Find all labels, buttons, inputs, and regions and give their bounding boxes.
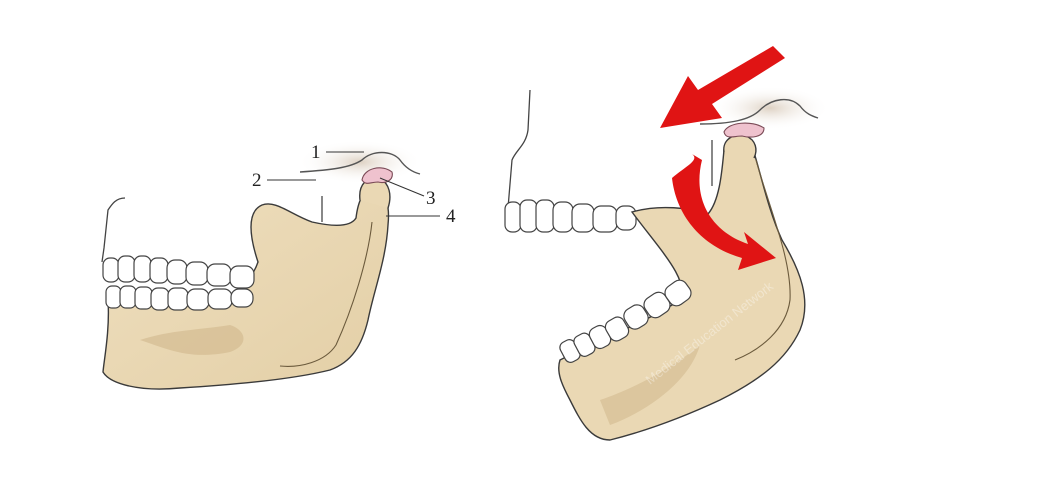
maxilla-outline [101,197,126,263]
mandible-open-shadow [600,345,700,425]
maxilla-outline-right [507,89,531,209]
lower-teeth-right [559,279,692,363]
glenoid-fossa-line [299,151,421,175]
forward-translation-arrow-icon [660,46,785,128]
rotation-arrow-icon [672,154,776,270]
mandible-shadow [140,325,244,355]
ramus-inner-line [279,221,373,367]
open-jaw-panel: Medical Education Network [504,46,830,441]
closed-jaw-panel: 1 2 3 4 [101,140,456,390]
fossa-shade-right [710,86,830,130]
upper-teeth-right [504,199,637,233]
callout-lines [267,151,440,217]
callout-2: 2 [252,170,262,191]
articular-disc-right [723,122,765,138]
callout-1: 1 [311,142,321,163]
callout-4: 4 [446,206,456,227]
ramus-inner-line-right [734,159,791,361]
glenoid-fossa-line-right [699,99,819,125]
lower-teeth [105,285,254,311]
callout-3: 3 [426,188,436,209]
upper-teeth [102,255,255,289]
